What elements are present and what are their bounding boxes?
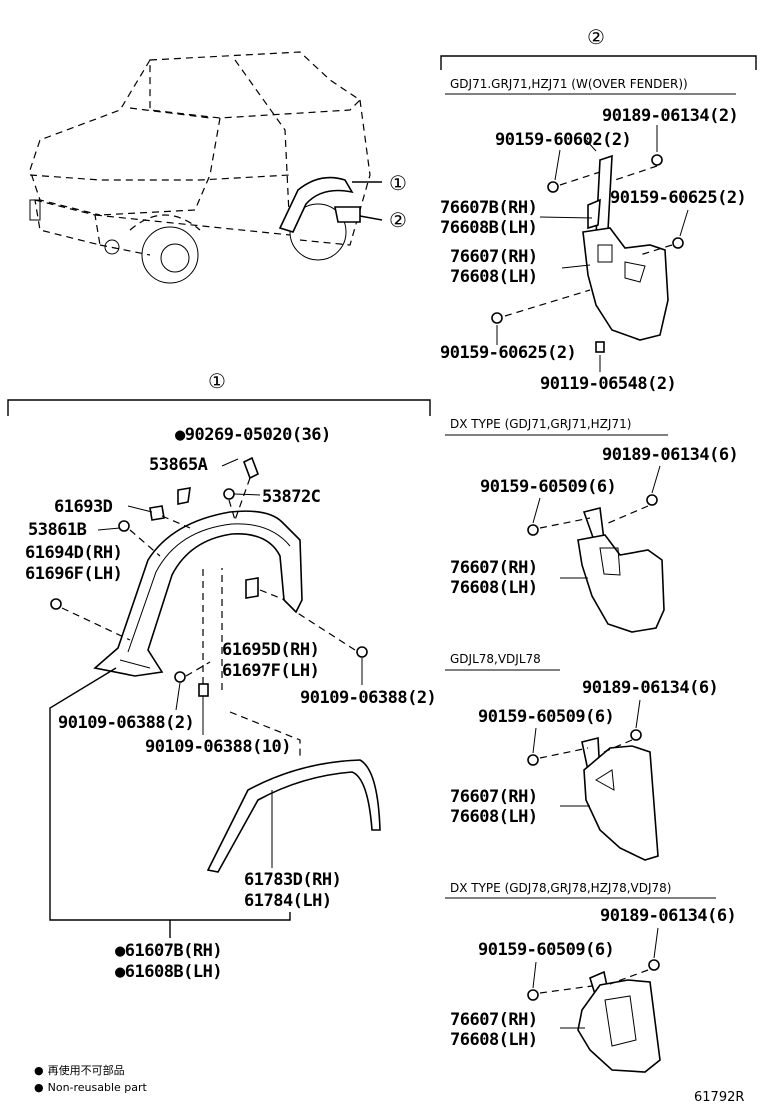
legend-jp: ●再使用不可部品 xyxy=(34,1063,125,1077)
legend-bullet: ● xyxy=(34,1064,44,1077)
dx1-header: DX TYPE (GDJ71,GRJ71,HZJ71) xyxy=(450,417,631,431)
label-dx1-screw: 90159-60509(6) xyxy=(480,477,616,497)
label-90109-06388-right: 90109-06388(2) xyxy=(300,688,436,708)
label-gdjl-bolt: 90189-06134(6) xyxy=(582,678,718,698)
non-reusable-marker: ● xyxy=(175,425,186,445)
label-53872C: 53872C xyxy=(262,487,320,507)
label-61783D: 61783D(RH) xyxy=(244,870,341,890)
legend-bullet: ● xyxy=(34,1081,44,1094)
label-90119-06548: 90119-06548(2) xyxy=(540,374,676,394)
label-dx2-rh: 76607(RH) xyxy=(450,1010,538,1030)
label-76607B: 76607B(RH) xyxy=(440,198,537,218)
label-gdjl-screw: 90159-60509(6) xyxy=(478,707,614,727)
label-90159-60602: 90159-60602(2) xyxy=(495,130,631,150)
label-61696F: 61696F(LH) xyxy=(25,564,122,584)
legend-en: ●Non-reusable part xyxy=(34,1081,148,1094)
label-61695D: 61695D(RH) xyxy=(222,640,319,660)
label-90189-06134-s2: 90189-06134(2) xyxy=(602,106,738,126)
label-dx2-screw: 90159-60509(6) xyxy=(478,940,614,960)
label-90269-05020: ●90269-05020(36) xyxy=(175,425,331,445)
dx2-header: DX TYPE (GDJ78,GRJ78,HZJ78,VDJ78) xyxy=(450,881,671,895)
label-61694D: 61694D(RH) xyxy=(25,543,122,563)
label-dx1-lh: 76608(LH) xyxy=(450,578,538,598)
label-90109-06388-center: 90109-06388(10) xyxy=(145,737,291,757)
label-dx1-bolt: 90189-06134(6) xyxy=(602,445,738,465)
label-dx2-lh: 76608(LH) xyxy=(450,1030,538,1050)
label-90159-60625-a: 90159-60625(2) xyxy=(610,188,746,208)
figure-id: 61792R xyxy=(694,1090,744,1105)
label-53865A: 53865A xyxy=(149,455,208,475)
label-90159-60625-b: 90159-60625(2) xyxy=(440,343,576,363)
label-gdjl-rh: 76607(RH) xyxy=(450,787,538,807)
section-1-bracket xyxy=(7,399,431,416)
label-gdjl-lh: 76608(LH) xyxy=(450,807,538,827)
mudguard-overfender-assembly xyxy=(491,125,689,372)
label-61608B: ●61608B(LH) xyxy=(115,962,222,982)
gdjl-header: GDJL78,VDJL78 xyxy=(450,652,541,666)
non-reusable-marker: ● xyxy=(115,941,126,961)
label-61784: 61784(LH) xyxy=(244,891,332,911)
callout-1-header: ① xyxy=(208,369,226,393)
label-53861B: 53861B xyxy=(28,520,87,540)
label-90109-06388-left: 90109-06388(2) xyxy=(58,713,194,733)
label-76607-s2: 76607(RH) xyxy=(450,247,538,267)
label-dx2-bolt: 90189-06134(6) xyxy=(600,906,736,926)
callout-2-vehicle: ② xyxy=(389,208,407,232)
vehicle-illustration xyxy=(29,51,383,284)
label-61693D: 61693D xyxy=(54,497,113,517)
dx1-mudguard xyxy=(527,465,665,633)
label-76608B: 76608B(LH) xyxy=(440,218,537,238)
over-fender-assembly xyxy=(49,456,381,938)
label-61607B: ●61607B(RH) xyxy=(115,941,222,961)
section-2-header: GDJ71.GRJ71,HZJ71 (W(OVER FENDER)) xyxy=(450,77,688,91)
callout-2-header: ② xyxy=(587,25,605,49)
label-76608-s2: 76608(LH) xyxy=(450,267,538,287)
section-2-bracket xyxy=(440,55,757,70)
label-dx1-rh: 76607(RH) xyxy=(450,558,538,578)
callout-1-vehicle: ① xyxy=(389,171,407,195)
gdjl-mudguard xyxy=(527,699,659,861)
non-reusable-marker: ● xyxy=(115,962,126,982)
label-61697F: 61697F(LH) xyxy=(222,661,319,681)
dx2-mudguard xyxy=(527,927,661,1073)
